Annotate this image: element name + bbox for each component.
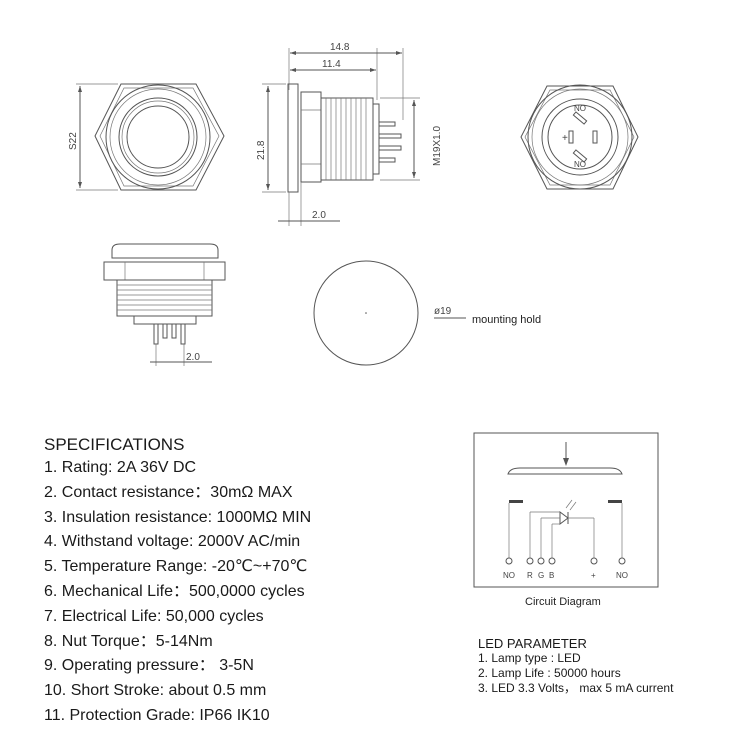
profile-view: 2.0 xyxy=(103,243,226,366)
dim-thread: M19X1.0 xyxy=(432,126,443,166)
circuit-terminal-g: G xyxy=(538,571,544,580)
led-parameter-item: 3. LED 3.3 Volts， max 5 mA current xyxy=(478,681,674,695)
circuit-terminal-b: B xyxy=(549,571,554,580)
spec-item: 7. Electrical Life: 50,000 cycles xyxy=(44,607,264,625)
front-outer-ring xyxy=(105,84,211,190)
profile-cap xyxy=(111,243,219,259)
mounting-hole-circle xyxy=(313,260,419,366)
dim-pin-spacing-top: 2.0 xyxy=(312,210,326,221)
dim-pin-spacing-bottom: 2.0 xyxy=(186,352,200,363)
circuit-terminals xyxy=(505,557,626,565)
rear-view: NO NO + xyxy=(520,84,639,190)
spec-item: 1. Rating: 2A 36V DC xyxy=(44,459,197,476)
side-thread-body xyxy=(320,97,374,181)
rear-terminals xyxy=(568,111,598,163)
rear-label-no-top: NO xyxy=(574,104,586,113)
spec-item: 5. Temperature Range: -20℃~+70℃ xyxy=(44,558,308,576)
specifications-block: SPECIFICATIONS 1. Rating: 2A 36V DC 2. C… xyxy=(44,434,444,729)
specifications-title: SPECIFICATIONS xyxy=(44,435,185,454)
mounting-hole-view: ø19 mounting hold xyxy=(313,260,541,366)
profile-thread xyxy=(116,279,213,317)
side-flange xyxy=(287,83,299,193)
circuit-caption: Circuit Diagram xyxy=(525,596,601,608)
dim-body-diameter: 21.8 xyxy=(256,140,267,160)
rear-label-no-bottom: NO xyxy=(574,160,586,169)
front-button-face xyxy=(126,105,190,169)
dim-width-inner: 11.4 xyxy=(322,59,341,70)
dim-hole-diameter: ø19 xyxy=(434,306,452,317)
side-nut xyxy=(300,91,322,183)
circuit-terminal-plus: + xyxy=(591,571,596,580)
side-view: 14.8 11.4 21.8 xyxy=(256,42,443,226)
circuit-terminal-no-left: NO xyxy=(503,571,515,580)
circuit-terminal-no-right: NO xyxy=(616,571,628,580)
spec-item: 9. Operating pressure： 3-5N xyxy=(44,657,254,675)
spec-item: 3. Insulation resistance: 1000MΩ MIN xyxy=(44,508,312,526)
rear-outer-ring xyxy=(527,84,633,190)
side-pins xyxy=(378,121,402,163)
led-parameter-item: 1. Lamp type : LED xyxy=(478,651,581,665)
circuit-frame xyxy=(473,432,659,588)
rear-hex-outline xyxy=(520,85,639,190)
rear-label-plus: + xyxy=(562,133,568,144)
front-hex-outline xyxy=(94,83,225,191)
led-parameter-item: 2. Lamp Life : 50000 hours xyxy=(478,666,621,680)
led-parameter-title: LED PARAMETER xyxy=(478,636,587,651)
circuit-terminal-r: R xyxy=(527,571,533,580)
profile-pins xyxy=(153,323,186,345)
spec-item: 6. Mechanical Life：500,0000 cycles xyxy=(44,582,305,600)
circuit-diagram: NO R G B + NO Circuit Diagram xyxy=(473,432,659,608)
mounting-label: mounting hold xyxy=(472,314,541,326)
rear-terminal-face xyxy=(547,104,613,170)
dim-hex-size: S22 xyxy=(68,132,79,150)
profile-nut xyxy=(103,261,226,281)
spec-item: 8. Nut Torque：5-14Nm xyxy=(44,632,213,650)
spec-item: 2. Contact resistance：30mΩ MAX xyxy=(44,483,293,501)
front-bezel-ring xyxy=(118,97,198,177)
circuit-contact-bar xyxy=(507,467,623,475)
front-view: S22 xyxy=(68,83,225,191)
spec-item: 4. Withstand voltage: 2000V AC/min xyxy=(44,533,301,551)
led-parameter-block: LED PARAMETER 1. Lamp type : LED 2. Lamp… xyxy=(478,636,738,696)
dim-width-outer: 14.8 xyxy=(330,42,350,53)
circuit-led-symbol xyxy=(529,499,595,558)
spec-item: 10. Short Stroke: about 0.5 mm xyxy=(44,682,267,700)
spec-item: 11. Protection Grade: IP66 IK10 xyxy=(44,706,270,724)
